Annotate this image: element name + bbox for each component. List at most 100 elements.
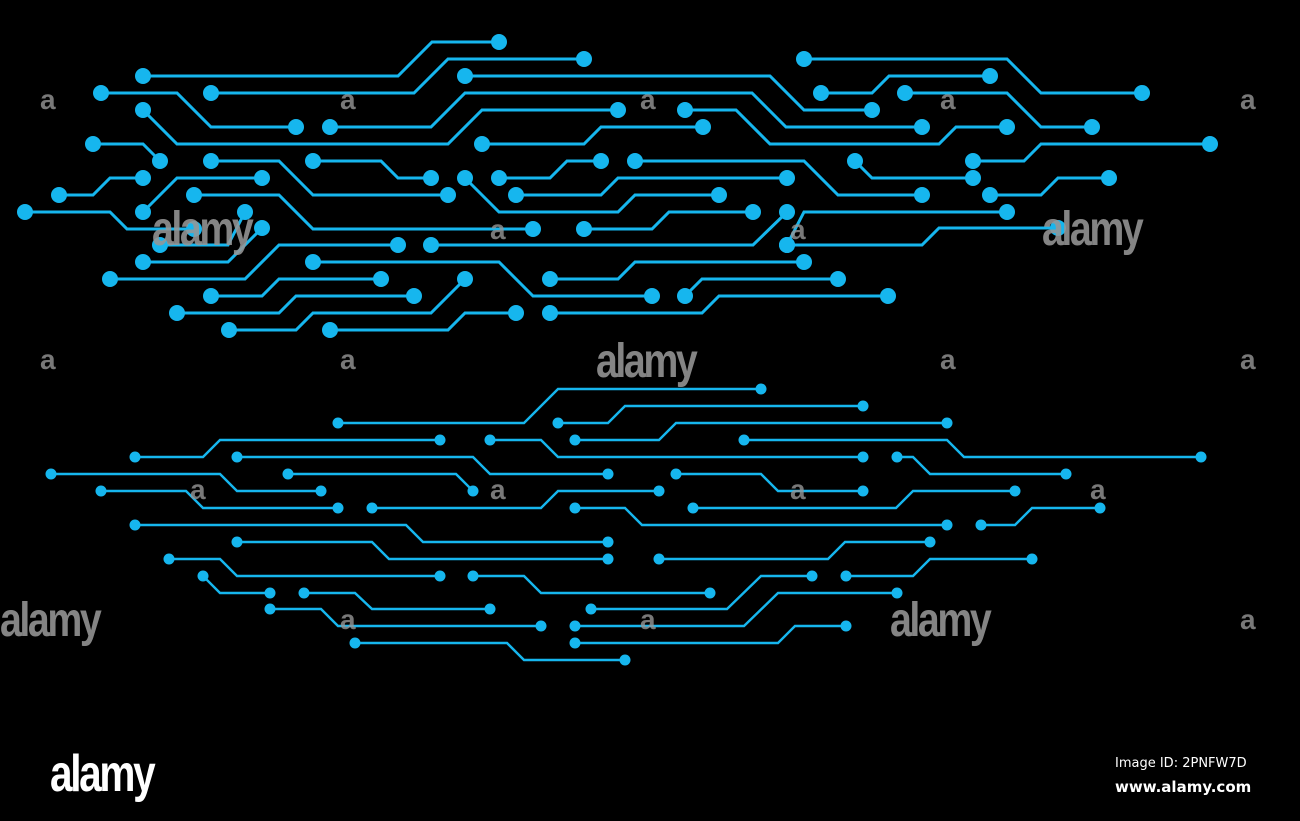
lower-circuit-trace [51, 472, 321, 493]
upper-circuit-node [390, 237, 406, 253]
upper-circuit-node [542, 305, 558, 321]
lower-circuit-node [129, 451, 141, 463]
lower-circuit-trace [676, 472, 863, 493]
upper-circuit-node [51, 187, 67, 203]
lower-circuit-trace [490, 438, 863, 459]
lower-circuit-node [569, 434, 581, 446]
watermark-letter: a [790, 214, 806, 245]
upper-circuit-node [85, 136, 101, 152]
upper-circuit-node [999, 204, 1015, 220]
upper-circuit-trace [101, 91, 296, 129]
lower-circuit-node [924, 536, 936, 548]
upper-circuit-trace [313, 159, 431, 180]
lower-circuit-trace [575, 421, 947, 442]
watermark-letter: a [940, 84, 956, 115]
lower-circuit-node [653, 553, 665, 565]
lower-circuit-node [298, 587, 310, 599]
upper-circuit-node [779, 204, 795, 220]
lower-circuit-node [163, 553, 175, 565]
lower-circuit-node [1060, 468, 1072, 480]
upper-circuit-node [1050, 220, 1066, 236]
lower-circuit-trace [237, 540, 608, 561]
lower-circuit-node [738, 434, 750, 446]
lower-circuit-node [602, 553, 614, 565]
watermark-letter: a [340, 344, 356, 375]
upper-circuit-node [135, 68, 151, 84]
lower-circuit-node [602, 536, 614, 548]
upper-circuit-trace [550, 260, 804, 281]
lower-circuit-node [332, 417, 344, 429]
watermark-letter: a [640, 84, 656, 115]
lower-circuit-node [45, 468, 57, 480]
upper-circuit-node [288, 119, 304, 135]
lower-circuit-node [197, 570, 209, 582]
lower-circuit-node [467, 485, 479, 497]
lower-circuit-node [484, 603, 496, 615]
upper-circuit-node [525, 221, 541, 237]
watermark-letter: a [1090, 474, 1106, 505]
upper-circuit-node [508, 187, 524, 203]
upper-circuit-node [1101, 170, 1117, 186]
upper-circuit-node [965, 170, 981, 186]
upper-circuit-node [593, 153, 609, 169]
lower-circuit-node [129, 519, 141, 531]
upper-circuit-node [474, 136, 490, 152]
lower-circuit-node [366, 502, 378, 514]
lower-circuit-trace [575, 506, 947, 527]
upper-circuit-trace [93, 142, 162, 163]
upper-circuit-node [982, 68, 998, 84]
upper-circuit-node [305, 153, 321, 169]
upper-circuit-node [796, 254, 812, 270]
upper-circuit-trace [59, 176, 143, 197]
upper-circuit-trace [330, 311, 516, 332]
upper-circuit-trace [990, 176, 1109, 197]
watermark-letter: a [340, 84, 356, 115]
upper-circuit-trace [313, 260, 652, 298]
lower-circuit-node [332, 502, 344, 514]
upper-circuit-node [152, 237, 168, 253]
upper-circuit-node [221, 322, 237, 338]
upper-circuit-trace [143, 226, 264, 264]
lower-circuit-trace [744, 438, 1201, 459]
upper-circuit-trace [194, 193, 533, 231]
upper-circuit-node [627, 153, 643, 169]
watermark-letter: a [40, 84, 56, 115]
upper-circuit-node [677, 102, 693, 118]
upper-circuit-node [1202, 136, 1218, 152]
upper-circuit-node [406, 288, 422, 304]
upper-circuit-node [491, 34, 507, 50]
upper-circuit-node [610, 102, 626, 118]
upper-circuit-trace [635, 159, 922, 197]
upper-circuit-node [677, 288, 693, 304]
lower-circuit-node [653, 485, 665, 497]
lower-circuit-node [687, 502, 699, 514]
upper-circuit-node [135, 170, 151, 186]
lower-circuit-trace [135, 523, 608, 544]
upper-circuit-trace [482, 125, 703, 146]
upper-circuit-node [440, 187, 456, 203]
lower-circuit-trace [270, 607, 541, 628]
upper-circuit-trace [431, 210, 789, 247]
lower-circuit-trace [355, 641, 625, 662]
lower-circuit-trace [473, 574, 710, 595]
lower-circuit-node [282, 468, 294, 480]
upper-circuit-node [711, 187, 727, 203]
upper-circuit-node [745, 204, 761, 220]
lower-circuit-node [840, 620, 852, 632]
upper-circuit-node [203, 85, 219, 101]
lower-circuit-node [434, 434, 446, 446]
watermark-word: alamy [596, 335, 698, 388]
upper-circuit-node [576, 51, 592, 67]
upper-circuit-node [644, 288, 660, 304]
lower-circuit-trace [169, 557, 440, 578]
lower-circuit-node [704, 587, 716, 599]
upper-circuit-node [897, 85, 913, 101]
upper-circuit-node [186, 187, 202, 203]
upper-circuit-node [93, 85, 109, 101]
watermark-letter: a [1240, 604, 1256, 635]
upper-circuit-node [830, 271, 846, 287]
upper-circuit-trace [499, 159, 601, 180]
lower-circuit-trace [237, 455, 608, 476]
lower-circuit-node [941, 417, 953, 429]
lower-circuit-node [585, 603, 597, 615]
